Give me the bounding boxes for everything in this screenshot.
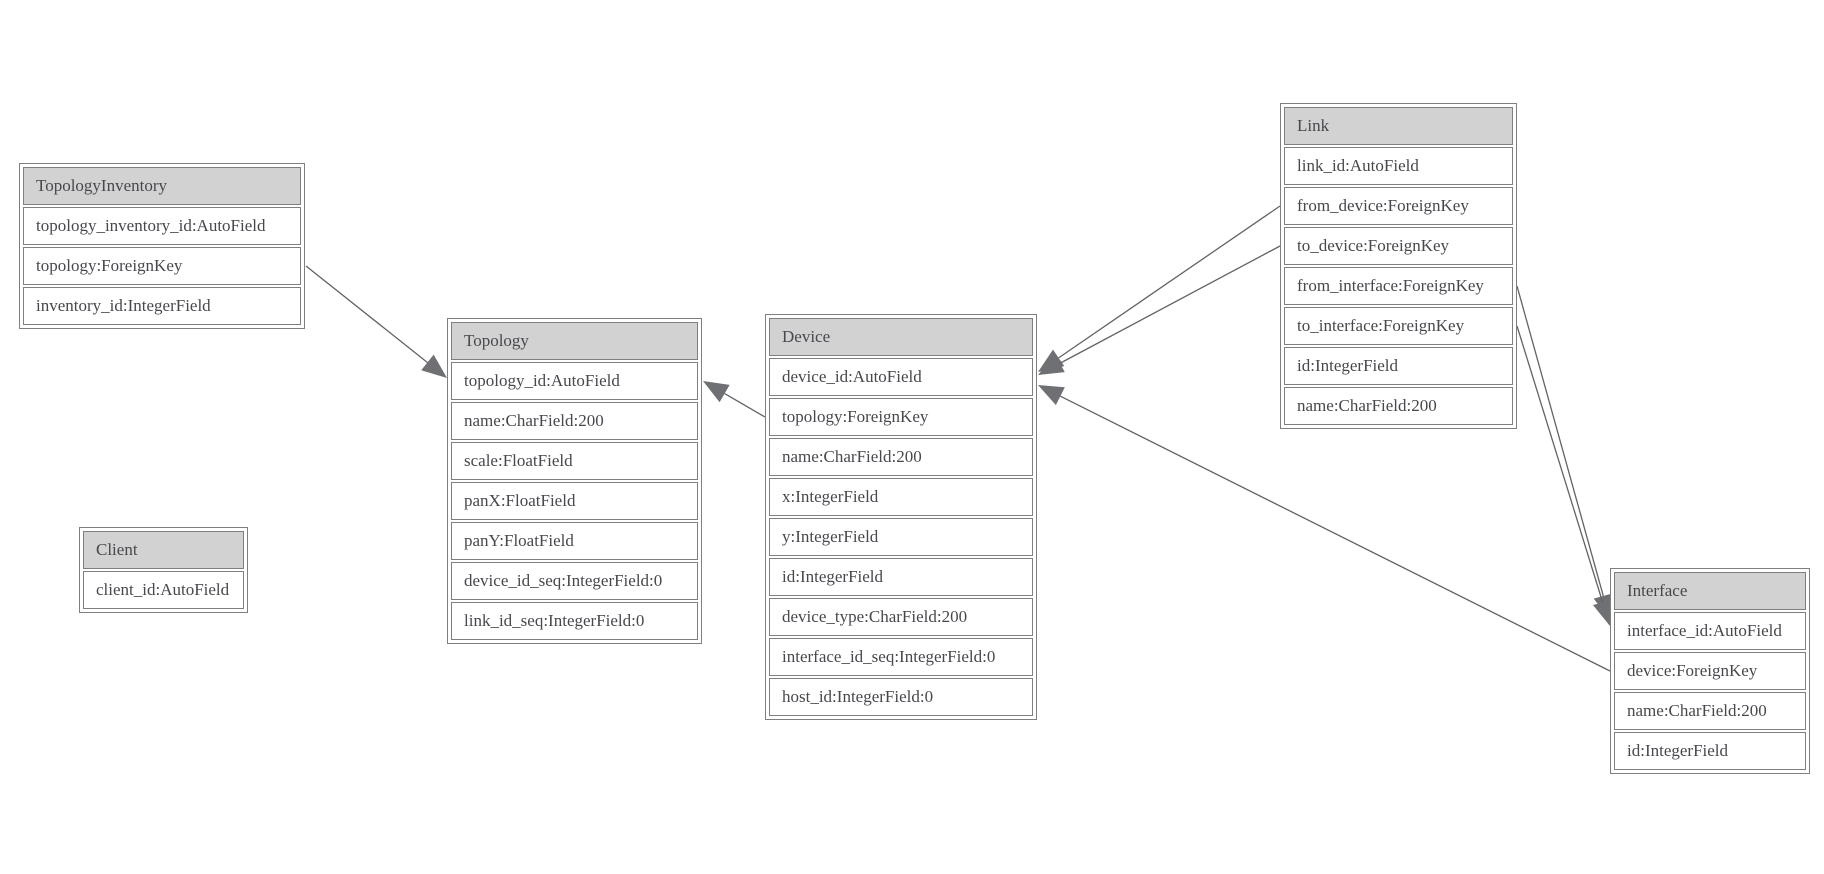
field-row: topology:ForeignKey bbox=[769, 398, 1033, 436]
field-row: topology:ForeignKey bbox=[23, 247, 301, 285]
field-row: interface_id:AutoField bbox=[1614, 612, 1806, 650]
field-row: y:IntegerField bbox=[769, 518, 1033, 556]
field-row: name:CharField:200 bbox=[451, 402, 698, 440]
entity-title-link: Link bbox=[1284, 107, 1513, 145]
field-row: device:ForeignKey bbox=[1614, 652, 1806, 690]
field-row: device_id_seq:IntegerField:0 bbox=[451, 562, 698, 600]
entity-title-topology: Topology bbox=[451, 322, 698, 360]
entity-box-link: Link link_id:AutoField from_device:Forei… bbox=[1280, 103, 1517, 429]
entity-title-client: Client bbox=[83, 531, 244, 569]
field-row: panY:FloatField bbox=[451, 522, 698, 560]
edge-link-from_interface-interface bbox=[1516, 285, 1604, 597]
field-row: client_id:AutoField bbox=[83, 571, 244, 609]
field-row: device_type:CharField:200 bbox=[769, 598, 1033, 636]
field-row: inventory_id:IntegerField bbox=[23, 287, 301, 325]
entity-box-client: Client client_id:AutoField bbox=[79, 527, 248, 613]
edge-interface-device bbox=[1060, 395, 1611, 672]
field-row: scale:FloatField bbox=[451, 442, 698, 480]
field-row: to_interface:ForeignKey bbox=[1284, 307, 1513, 345]
field-row: x:IntegerField bbox=[769, 478, 1033, 516]
edge-link-to_device-device-arrowhead-icon bbox=[1038, 354, 1065, 375]
entity-title-topologyinventory: TopologyInventory bbox=[23, 167, 301, 205]
field-row: id:IntegerField bbox=[1284, 347, 1513, 385]
edge-interface-device-arrowhead-icon bbox=[1038, 385, 1065, 406]
field-row: link_id_seq:IntegerField:0 bbox=[451, 602, 698, 640]
field-row: host_id:IntegerField:0 bbox=[769, 678, 1033, 716]
field-row: name:CharField:200 bbox=[1284, 387, 1513, 425]
edge-link-to_interface-interface bbox=[1516, 325, 1604, 603]
entity-box-device: Device device_id:AutoField topology:Fore… bbox=[765, 314, 1037, 720]
edge-link-from_device-device bbox=[1058, 205, 1281, 359]
edge-link-to_device-device bbox=[1059, 245, 1281, 364]
entity-box-interface: Interface interface_id:AutoField device:… bbox=[1610, 568, 1810, 774]
field-row: interface_id_seq:IntegerField:0 bbox=[769, 638, 1033, 676]
field-row: from_interface:ForeignKey bbox=[1284, 267, 1513, 305]
field-row: to_device:ForeignKey bbox=[1284, 227, 1513, 265]
entity-title-device: Device bbox=[769, 318, 1033, 356]
field-row: id:IntegerField bbox=[769, 558, 1033, 596]
edge-link-to_interface-interface-arrowhead-icon bbox=[1593, 599, 1613, 626]
edge-device-topology bbox=[724, 392, 766, 418]
field-row: id:IntegerField bbox=[1614, 732, 1806, 770]
field-row: device_id:AutoField bbox=[769, 358, 1033, 396]
field-row: name:CharField:200 bbox=[769, 438, 1033, 476]
field-row: panX:FloatField bbox=[451, 482, 698, 520]
entity-title-interface: Interface bbox=[1614, 572, 1806, 610]
field-row: topology_id:AutoField bbox=[451, 362, 698, 400]
entity-box-topology: Topology topology_id:AutoField name:Char… bbox=[447, 318, 702, 644]
field-row: name:CharField:200 bbox=[1614, 692, 1806, 730]
field-row: link_id:AutoField bbox=[1284, 147, 1513, 185]
field-row: topology_inventory_id:AutoField bbox=[23, 207, 301, 245]
edge-topologyinventory-topology bbox=[305, 265, 428, 363]
edge-topologyinventory-topology-arrowhead-icon bbox=[421, 354, 447, 378]
field-row: from_device:ForeignKey bbox=[1284, 187, 1513, 225]
entity-box-topologyinventory: TopologyInventory topology_inventory_id:… bbox=[19, 163, 305, 329]
edge-device-topology-arrowhead-icon bbox=[703, 381, 730, 403]
